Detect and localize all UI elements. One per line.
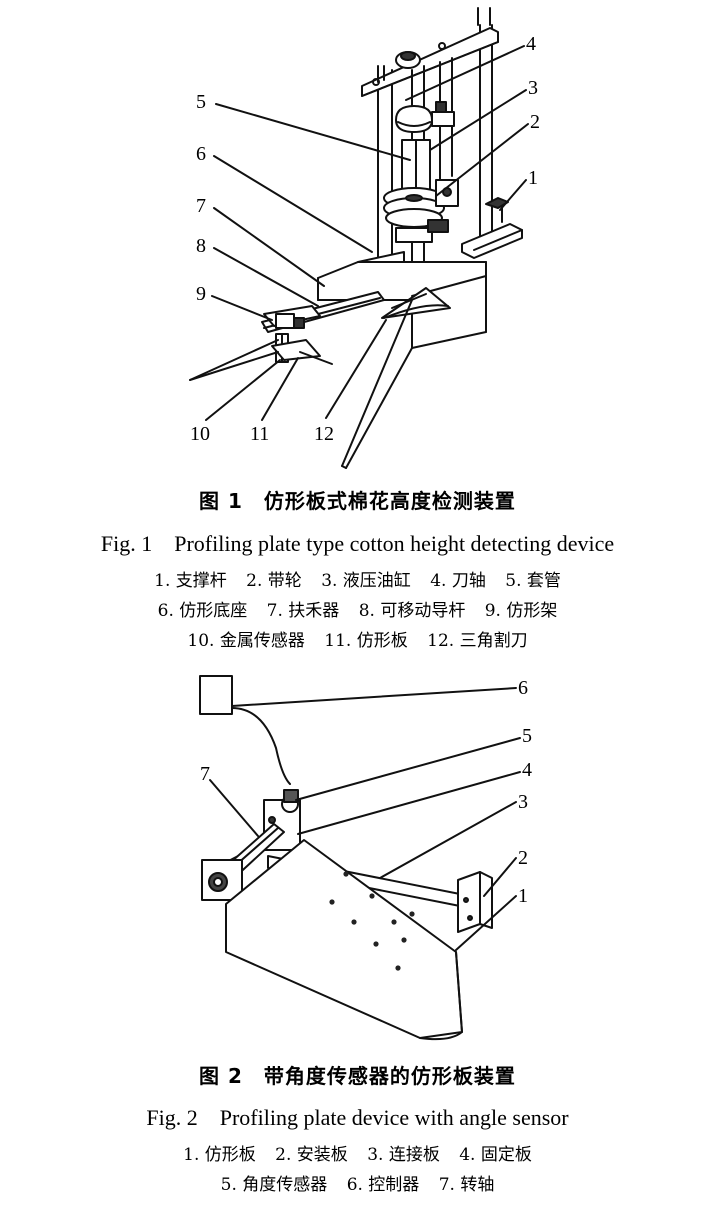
legend-item: 7. 扶禾器 [266,601,340,621]
fig2-callout-5: 5 [522,725,532,747]
legend-item: 3. 连接板 [367,1145,440,1165]
legend-item: 10. 金属传感器 [187,631,305,651]
legend-item: 9. 仿形架 [484,601,558,621]
fig1-callout-3: 3 [528,77,538,99]
legend-item: 2. 安装板 [275,1145,348,1165]
fig1-callout-11: 11 [250,423,269,445]
fig2-callout-1: 1 [518,885,528,907]
fig1-callout-12: 12 [314,423,334,445]
legend-item: 5. 角度传感器 [220,1175,328,1195]
fig1-callout-10: 10 [190,423,210,445]
legend-item: 6. 控制器 [346,1175,420,1195]
fig1-callout-8: 8 [196,235,206,257]
fig2-callout-2: 2 [518,847,528,869]
legend-item: 7. 转轴 [438,1175,495,1195]
fig1-callout-6: 6 [196,143,206,165]
figure-2-drawing: 1 2 3 4 5 6 7 [199,675,532,1041]
fig1-callout-7: 7 [196,195,206,217]
fig1-callout-9: 9 [196,283,206,305]
fig2-callout-3: 3 [518,791,528,813]
fig1-callout-1: 1 [528,167,538,189]
legend-line: 5. 角度传感器 6. 控制器 7. 转轴 [0,1170,715,1200]
legend-line: 1. 支撑杆 2. 带轮 3. 液压油缸 4. 刀轴 5. 套管 [0,566,715,596]
legend-item: 2. 带轮 [246,571,302,591]
legend-line: 1. 仿形板 2. 安装板 3. 连接板 4. 固定板 [0,1140,715,1170]
fig2-callout-4: 4 [522,759,532,781]
figure-2-legend: 1. 仿形板 2. 安装板 3. 连接板 4. 固定板 5. 角度传感器 6. … [0,1140,715,1200]
legend-item: 11. 仿形板 [324,631,408,651]
fig1-callout-4: 4 [526,33,536,55]
figure-1: 1 2 3 4 5 6 7 8 9 10 11 12 图 1 仿形板式棉花高度检… [100,7,615,651]
figure-2: 1 2 3 4 5 6 7 图 2 带角度传感器的仿形板装置 Fig. 2 Pr… [0,660,715,1216]
fig1-callout-5: 5 [196,91,206,113]
legend-item: 3. 液压油缸 [321,571,411,591]
legend-item: 4. 刀轴 [430,571,486,591]
figure-2-caption-zh: 图 2 带角度传感器的仿形板装置 [199,1064,516,1088]
legend-item: 5. 套管 [505,571,561,591]
legend-item: 1. 支撑杆 [154,571,227,591]
figure-1-caption-zh: 图 1 仿形板式棉花高度检测装置 [199,489,516,513]
legend-item: 1. 仿形板 [183,1145,256,1165]
legend-item: 8. 可移动导杆 [358,601,466,621]
figure-1-caption-en: Fig. 1 Profiling plate type cotton heigh… [100,531,615,556]
figure-1-legend: 1. 支撑杆 2. 带轮 3. 液压油缸 4. 刀轴 5. 套管 6. 仿形底座… [0,566,715,656]
fig2-callout-7: 7 [200,763,210,785]
legend-item: 12. 三角割刀 [427,631,528,651]
figure-1-drawing: 1 2 3 4 5 6 7 8 9 10 11 12 [189,7,540,469]
legend-item: 4. 固定板 [459,1145,532,1165]
legend-line: 10. 金属传感器 11. 仿形板 12. 三角割刀 [0,626,715,656]
fig2-callout-6: 6 [518,677,528,699]
figure-2-caption-en: Fig. 2 Profiling plate device with angle… [146,1105,569,1130]
legend-line: 6. 仿形底座 7. 扶禾器 8. 可移动导杆 9. 仿形架 [0,596,715,626]
legend-item: 6. 仿形底座 [157,601,248,621]
fig1-callout-2: 2 [530,111,540,133]
